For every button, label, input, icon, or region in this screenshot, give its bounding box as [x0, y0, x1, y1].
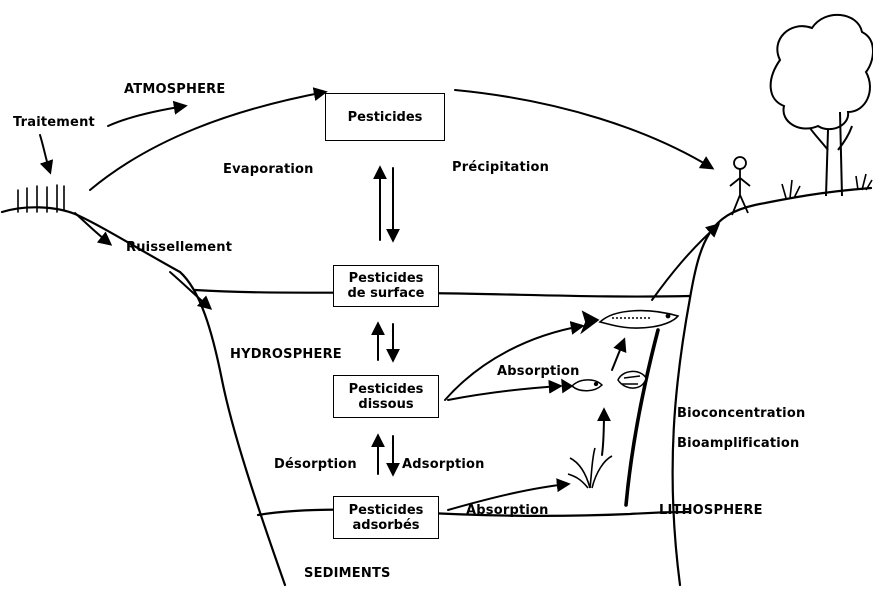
absorption-fish-label: Absorption [497, 364, 580, 379]
adsorbes-to-plant-arrow [447, 478, 571, 511]
plant-to-crab-arrow [596, 407, 611, 456]
pesticides-to-man-arrow [454, 89, 715, 170]
left-ground-line [0, 206, 287, 587]
large-fish-icon [580, 309, 680, 335]
bigfish-to-man-arrow [651, 223, 721, 301]
human-figure-icon [729, 156, 751, 216]
smallfish-to-bigfish-arrow [611, 337, 627, 371]
bioconcentration-label: Bioconcentration [677, 406, 806, 421]
ground-to-pesticides-arrow [89, 87, 328, 191]
crustacean-icon [617, 370, 647, 389]
lithosphere-label: LITHOSPHERE [659, 503, 763, 518]
runoff-to-water-arrow [169, 271, 213, 310]
ruissellement-label: Ruissellement [126, 240, 233, 255]
evaporation-label: Evaporation [223, 162, 314, 177]
treated-plants [17, 184, 65, 213]
right-bank-line [688, 186, 873, 300]
pesticides-dissous-box: Pesticides dissous [333, 375, 439, 418]
box-line: de surface [347, 286, 425, 301]
hydrosphere-label: HYDROSPHERE [230, 347, 342, 362]
sediment-line [256, 508, 692, 517]
right-basin-line [671, 296, 692, 587]
absorption-sediment-label: Absorption [466, 503, 549, 518]
dissous-to-smallfish-arrow [447, 379, 563, 401]
box-line: Pesticides [347, 109, 423, 125]
adsorption-label: Adsorption [402, 457, 485, 472]
bioamplification-label: Bioamplification [677, 436, 800, 451]
precipitation-label: Précipitation [452, 160, 550, 175]
ruissellement-arrow [74, 212, 113, 246]
bioconcentration-curve [624, 328, 660, 507]
box-line: Pesticides [348, 502, 424, 518]
grass-icon [781, 173, 873, 199]
traitement-atmosphere-arrow [107, 100, 188, 127]
box-line: Pesticides [348, 271, 424, 286]
water-surface-line [193, 288, 692, 298]
desorption-label: Désorption [274, 457, 357, 472]
box-line: adsorbés [352, 517, 420, 533]
box-line: dissous [358, 396, 414, 412]
sediments-label: SEDIMENTS [304, 566, 391, 581]
box-line: Pesticides [348, 381, 424, 397]
traitement-down-arrow [39, 134, 54, 175]
aquatic-plant-icon [567, 447, 613, 489]
atmosphere-label: ATMOSPHERE [124, 82, 226, 97]
small-fish-icon [561, 378, 604, 394]
traitement-label: Traitement [13, 115, 95, 130]
pesticides-surface-box: Pesticides de surface [333, 265, 439, 307]
pesticides-atmosphere-box: Pesticides [325, 93, 445, 141]
dissous-to-bigfish-arrow [444, 321, 585, 401]
pesticides-adsorbes-box: Pesticides adsorbés [333, 496, 439, 539]
tree-icon [769, 13, 873, 197]
